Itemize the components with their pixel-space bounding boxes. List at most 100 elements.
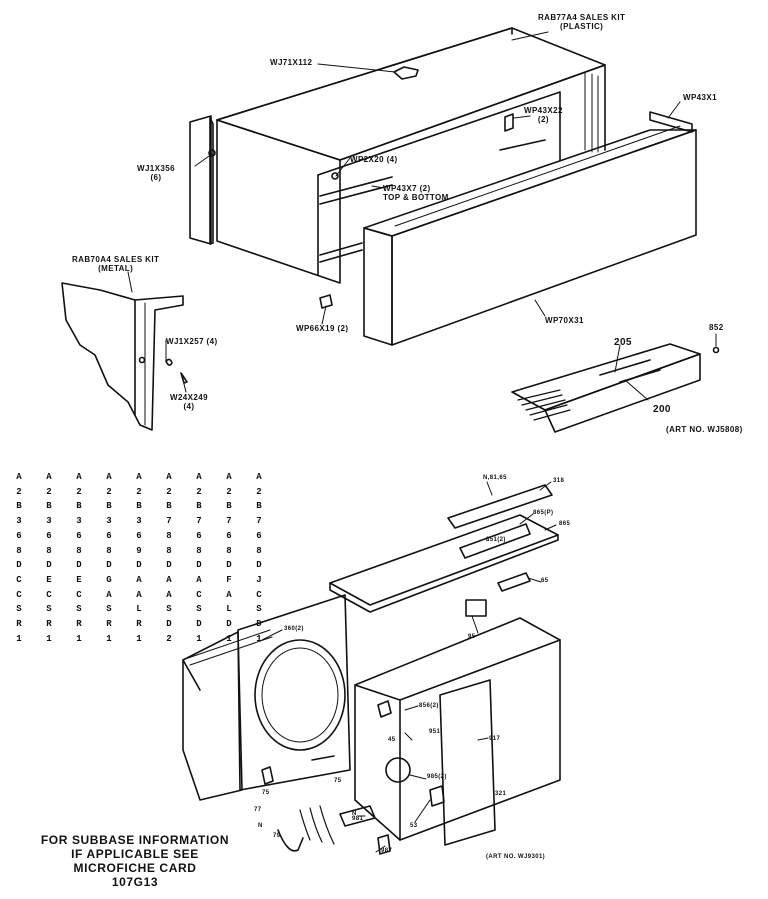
- model-char: 6: [196, 530, 202, 541]
- model-char: 1: [136, 633, 142, 644]
- label-art-no-top: (ART NO. WJ5808): [666, 425, 743, 434]
- model-char: 8: [46, 545, 52, 556]
- model-char: A: [256, 472, 262, 482]
- model-char: 2: [166, 633, 172, 644]
- model-char: 6: [76, 530, 82, 541]
- callout-65: 65: [541, 578, 549, 584]
- model-char: F: [226, 574, 232, 585]
- model-char: 7: [226, 516, 232, 527]
- model-char: 6: [16, 530, 22, 541]
- model-char: S: [46, 604, 52, 615]
- footnote-line-3: MICROFICHE CARD: [73, 861, 197, 875]
- model-char: 2: [46, 486, 52, 497]
- callout-951: 951: [429, 729, 441, 735]
- model-char: B: [46, 501, 52, 512]
- label-w24x249: W24X249 (4): [170, 393, 208, 411]
- callout-981: 981: [352, 816, 364, 822]
- model-char: 3: [136, 516, 142, 527]
- model-char: G: [106, 574, 112, 585]
- blower-shroud: [237, 594, 351, 791]
- footnote-line-1: FOR SUBBASE INFORMATION: [40, 833, 230, 847]
- model-char: 1: [106, 633, 112, 644]
- label-wp2x20: WP2X20 (4): [350, 155, 398, 164]
- screw-wj1x257: [165, 358, 173, 366]
- model-char: A: [166, 574, 172, 585]
- model-char: L: [136, 604, 142, 615]
- model-char: S: [76, 604, 82, 615]
- callout-360: 360(2): [284, 626, 304, 632]
- model-char: 3: [46, 516, 52, 527]
- callout-985: 985(2): [427, 774, 447, 780]
- model-char: B: [196, 501, 202, 512]
- model-char: R: [46, 619, 52, 630]
- callout-318: 318: [553, 478, 565, 484]
- subbase-footnote: FOR SUBBASE INFORMATION IF APPLICABLE SE…: [22, 833, 248, 889]
- model-char: A: [46, 472, 52, 482]
- screw-w24x249: [180, 372, 188, 384]
- model-char: C: [76, 589, 82, 600]
- model-char: 6: [106, 530, 112, 541]
- sales-kit-metal-panel: [61, 282, 184, 431]
- components: [261, 572, 531, 855]
- model-char: S: [196, 604, 202, 615]
- model-char: A: [76, 472, 82, 482]
- model-char: S: [256, 604, 262, 615]
- callout-n-2: N: [258, 823, 263, 829]
- model-char: R: [136, 619, 142, 630]
- model-char: 8: [196, 545, 202, 556]
- model-char: 7: [256, 516, 262, 527]
- model-char: C: [16, 574, 22, 585]
- model-char: 1: [196, 633, 202, 644]
- model-char: A: [226, 472, 232, 482]
- label-wp43x1: WP43X1: [683, 93, 717, 102]
- callout-75-a: 75: [334, 778, 342, 784]
- model-char: 2: [76, 486, 82, 497]
- label-wj71x112: WJ71X112: [270, 58, 313, 67]
- label-200: 200: [653, 404, 671, 415]
- model-char: 2: [166, 486, 172, 497]
- model-char: D: [256, 619, 262, 630]
- label-205: 205: [614, 337, 632, 348]
- model-char: R: [16, 619, 22, 630]
- callout-987: 987: [381, 848, 393, 854]
- front-panel: [363, 111, 697, 346]
- model-char: C: [46, 589, 52, 600]
- model-char: D: [256, 560, 262, 571]
- cabinet-sleeve: [189, 27, 606, 284]
- model-char: 6: [46, 530, 52, 541]
- model-char: D: [46, 560, 52, 571]
- model-char: R: [106, 619, 112, 630]
- model-char: B: [136, 501, 142, 512]
- model-char: D: [196, 560, 202, 571]
- callout-53: 53: [410, 823, 418, 829]
- model-char: S: [16, 604, 22, 615]
- model-char: D: [136, 560, 142, 571]
- model-char: 8: [16, 545, 22, 556]
- model-char: D: [106, 560, 112, 571]
- model-char: 8: [256, 545, 262, 556]
- model-char: E: [76, 574, 82, 585]
- callout-865p: 865(P): [533, 510, 554, 516]
- callout-321: 321: [495, 791, 507, 797]
- label-sales-kit-metal: RAB70A4 SALES KIT (METAL): [72, 255, 160, 273]
- label-wp70x31: WP70X31: [545, 316, 584, 325]
- model-char: D: [166, 560, 172, 571]
- model-char: 8: [166, 545, 172, 556]
- model-char: 2: [136, 486, 142, 497]
- control-panel: [511, 343, 701, 433]
- model-char: B: [226, 501, 232, 512]
- model-char: D: [226, 560, 232, 571]
- model-char: 6: [256, 530, 262, 541]
- model-char: 1: [226, 633, 232, 644]
- label-wj1x356: WJ1X356 (6): [137, 164, 175, 182]
- model-char: 3: [106, 516, 112, 527]
- base-pan: [354, 617, 561, 841]
- model-char: A: [196, 574, 202, 585]
